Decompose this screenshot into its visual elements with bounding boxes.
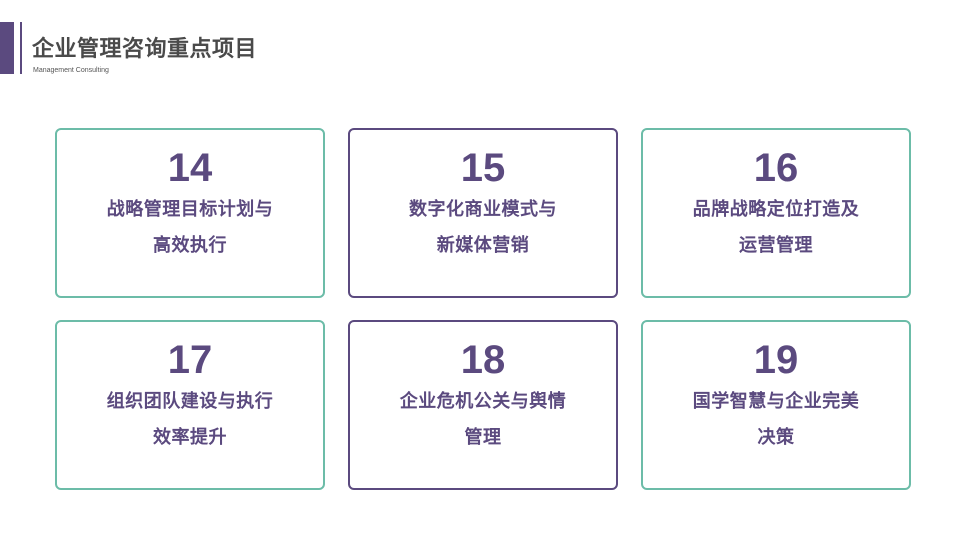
page-title: 企业管理咨询重点项目 (32, 37, 258, 62)
card-title-line-1: 国学智慧与企业完美 (692, 391, 860, 412)
header-accent-bar (0, 22, 14, 74)
card-title-line-2: 管理 (464, 427, 502, 448)
card-title-line-2: 新媒体营销 (436, 235, 530, 256)
project-card-16: 16 品牌战略定位打造及 运营管理 (641, 128, 911, 298)
card-number: 15 (460, 146, 506, 190)
project-card-15: 15 数字化商业模式与 新媒体营销 (348, 128, 618, 298)
card-title-line-1: 企业危机公关与舆情 (399, 391, 567, 412)
card-number: 17 (167, 338, 213, 382)
project-card-17: 17 组织团队建设与执行 效率提升 (55, 320, 325, 490)
card-number: 19 (753, 338, 799, 382)
page-subtitle: Management Consulting (33, 67, 109, 74)
card-title-line-1: 品牌战略定位打造及 (692, 199, 860, 220)
card-title-line-1: 数字化商业模式与 (409, 199, 557, 220)
card-number: 18 (460, 338, 506, 382)
card-number: 14 (167, 146, 213, 190)
card-title-line-2: 运营管理 (739, 235, 813, 256)
card-title-line-2: 高效执行 (153, 235, 227, 256)
card-title-line-1: 组织团队建设与执行 (106, 391, 274, 412)
card-title-line-2: 决策 (757, 427, 795, 448)
project-card-14: 14 战略管理目标计划与 高效执行 (55, 128, 325, 298)
card-title-line-2: 效率提升 (153, 427, 227, 448)
card-title-line-1: 战略管理目标计划与 (106, 199, 274, 220)
header-accent-line (20, 22, 22, 74)
card-number: 16 (753, 146, 799, 190)
project-card-18: 18 企业危机公关与舆情 管理 (348, 320, 618, 490)
project-card-19: 19 国学智慧与企业完美 决策 (641, 320, 911, 490)
